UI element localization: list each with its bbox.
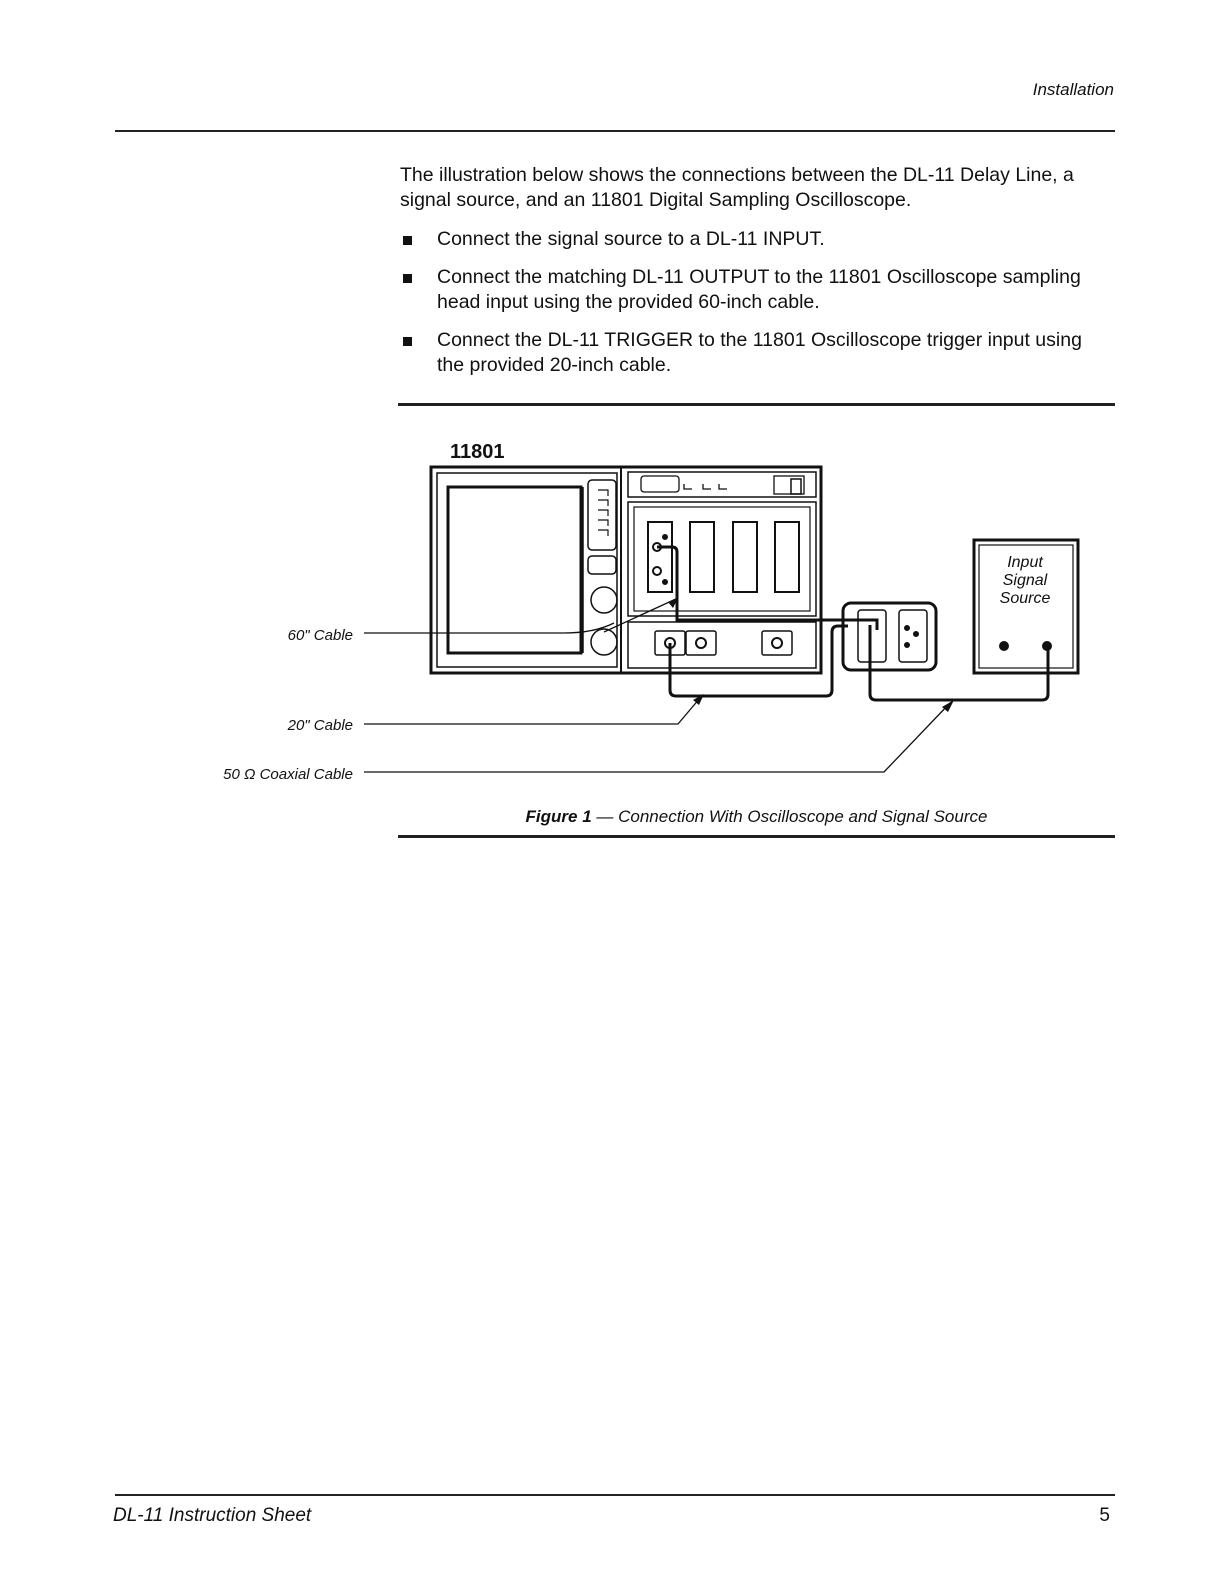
list-item: Connect the signal source to a DL-11 INP… [400,227,1100,252]
caption-text: — Connection With Oscilloscope and Signa… [591,807,988,826]
list-item: Connect the DL-11 TRIGGER to the 11801 O… [400,328,1100,378]
source-label-line: Signal [1003,572,1048,589]
caption-number: Figure 1 [525,807,592,826]
bullet-icon [403,337,412,346]
display-screen [446,485,583,655]
instrument-label: 11801 [450,441,505,463]
footer-rule [115,1494,1115,1496]
plugin-bay [627,501,817,617]
header-rule [115,130,1115,132]
button-column [587,479,617,551]
cable-20 [668,624,848,698]
section-header: Installation [1032,80,1114,99]
knob-icon [590,628,618,656]
connection-diagram: 11801 Input Signal Source 60" Cable 20" … [223,441,1080,783]
callout-60-cable: 60" Cable [288,627,353,644]
figure-top-rule [398,403,1115,406]
coax-cable [868,625,1050,702]
callout-coax-cable: 50 Ω Coaxial Cable [223,766,353,783]
step-list: Connect the signal source to a DL-11 INP… [400,227,1100,391]
sampling-head [647,521,673,593]
knob-icon [590,586,618,614]
step-text: Connect the matching DL-11 OUTPUT to the… [437,266,1081,313]
footer-title: DL-11 Instruction Sheet [113,1505,312,1526]
bullet-icon [403,236,412,245]
figure-caption: Figure 1 — Connection With Oscilloscope … [398,807,1115,827]
figure-bottom-rule [398,835,1115,838]
dl11-delay-line [841,601,938,672]
step-text: Connect the DL-11 TRIGGER to the 11801 O… [437,329,1082,376]
source-label-line: Source [1000,590,1051,607]
page-number: 5 [1099,1505,1110,1526]
bullet-icon [403,274,412,283]
display-bezel [436,472,618,668]
callout-20-cable: 20" Cable [287,717,353,734]
intro-paragraph: The illustration below shows the connect… [400,164,1074,211]
source-label-line: Input [1007,554,1043,571]
list-item: Connect the matching DL-11 OUTPUT to the… [400,265,1100,315]
oscilloscope-body [429,465,823,675]
cable-60 [657,545,879,630]
signal-source-box [972,538,1080,675]
step-text: Connect the signal source to a DL-11 INP… [437,228,825,250]
